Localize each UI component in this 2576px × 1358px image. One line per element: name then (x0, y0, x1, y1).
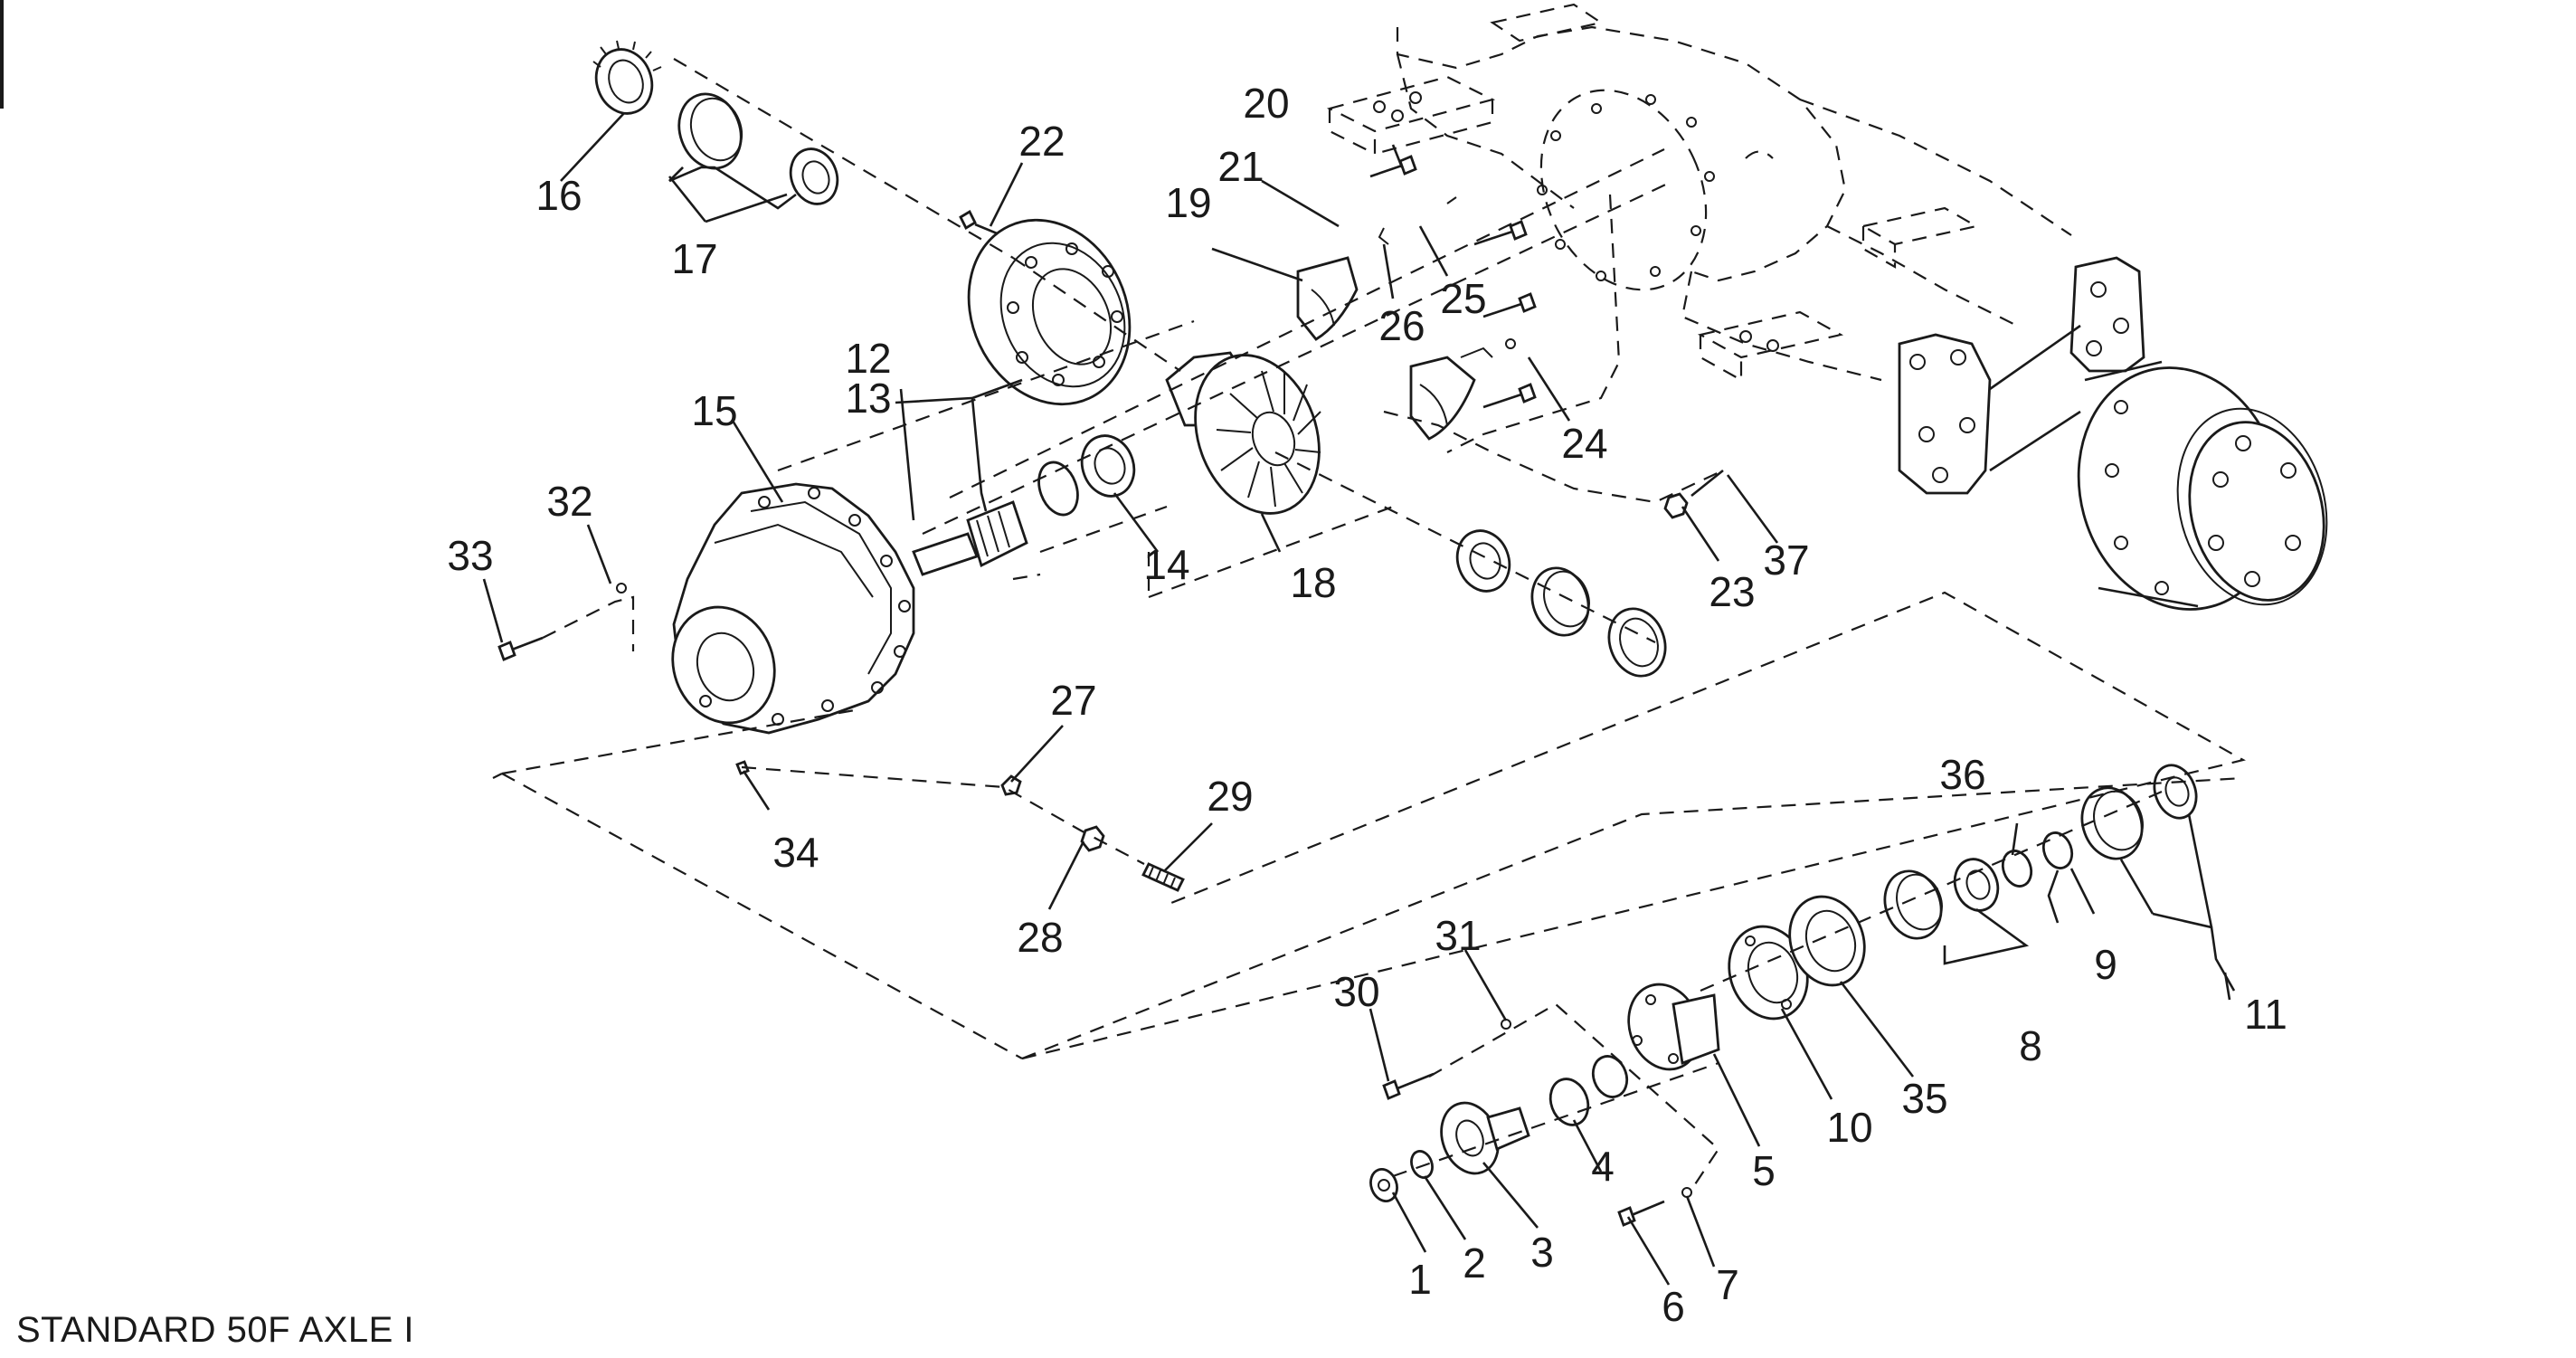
drive-pinion-13 (912, 500, 1028, 576)
washer-7 (1681, 1187, 1692, 1198)
label-30: 30 (1333, 968, 1379, 1015)
label-8: 8 (2019, 1022, 2042, 1069)
label-2: 2 (1463, 1239, 1486, 1287)
pinion-nut-1 (1369, 1168, 1398, 1202)
wheel-end-assembly (1898, 256, 2328, 611)
callout-labels: 1 2 3 4 5 6 7 8 9 10 11 12 13 14 15 16 1… (447, 80, 2287, 1330)
label-15: 15 (691, 387, 737, 434)
label-3: 3 (1530, 1229, 1554, 1276)
label-4: 4 (1591, 1143, 1615, 1190)
pinion-cage-cover-5 (1627, 983, 1720, 1071)
label-20: 20 (1243, 80, 1289, 127)
bearing-cup-11 (2080, 786, 2144, 860)
label-19: 19 (1165, 179, 1211, 226)
bearing-cup-8 (1883, 869, 1943, 940)
label-9: 9 (2094, 941, 2117, 988)
bearing-cone-17 (789, 147, 839, 205)
bearing-cap-19 (1296, 256, 1359, 341)
label-34: 34 (772, 829, 819, 876)
bearing-cap-second (1409, 356, 1476, 441)
label-26: 26 (1378, 302, 1425, 349)
axle-housing (1326, 3, 2072, 382)
cap-bolt-upper (1473, 220, 1528, 246)
label-23: 23 (1709, 568, 1755, 615)
washer-32 (616, 583, 627, 594)
differential-case-18 (1165, 351, 1321, 515)
label-29: 29 (1207, 773, 1253, 820)
carrier-housing-15 (671, 482, 915, 735)
label-18: 18 (1290, 559, 1336, 606)
spacer-36 (2001, 850, 2033, 888)
cotter-pin-37 (1690, 469, 1724, 498)
seal-ring-4b (1591, 1055, 1629, 1098)
bearing-cone-11 (2153, 764, 2198, 820)
label-13: 13 (845, 375, 891, 422)
adjuster-lock-24 (1460, 338, 1516, 358)
nut-23 (1663, 492, 1689, 519)
label-24: 24 (1561, 420, 1607, 467)
pinion-bearing-14 (1080, 434, 1136, 498)
label-36: 36 (1939, 751, 1985, 798)
label-32: 32 (546, 478, 592, 525)
bearing-cup-17 (677, 92, 743, 170)
label-35: 35 (1901, 1075, 1947, 1122)
label-33: 33 (447, 532, 493, 579)
label-28: 28 (1017, 914, 1063, 961)
label-5: 5 (1752, 1147, 1776, 1194)
bearing-cone-16 (592, 40, 662, 115)
stud-29 (1141, 862, 1185, 892)
label-6: 6 (1662, 1283, 1685, 1330)
bolt-6 (1617, 1200, 1665, 1227)
cap-bolt-middle (1482, 292, 1537, 318)
spacer-9 (2041, 831, 2074, 869)
snap-ring-14 (1037, 461, 1079, 517)
label-17: 17 (671, 235, 717, 282)
side-bearing-cup (1530, 566, 1590, 637)
label-27: 27 (1050, 677, 1096, 724)
adjusting-ring (1607, 607, 1667, 678)
label-11: 11 (2244, 991, 2287, 1038)
bolt-33 (497, 636, 544, 661)
label-21: 21 (1217, 143, 1264, 190)
fitting-27 (1000, 774, 1022, 796)
side-bearing-cone (1455, 529, 1511, 593)
label-22: 22 (1018, 118, 1065, 165)
washer-31 (1501, 1019, 1511, 1030)
label-7: 7 (1716, 1261, 1739, 1308)
page-edge-mark (0, 0, 4, 109)
diagram-caption: STANDARD 50F AXLE I (16, 1310, 415, 1350)
assembly-lines (492, 58, 2246, 1191)
label-25: 25 (1440, 275, 1486, 322)
label-10: 10 (1826, 1104, 1872, 1151)
label-31: 31 (1435, 912, 1481, 959)
oil-seal-4 (1548, 1078, 1590, 1126)
bolt-30 (1382, 1072, 1435, 1100)
cap-bolt-lower (1482, 383, 1537, 409)
ring-gear-12 (967, 218, 1132, 406)
label-16: 16 (535, 172, 582, 219)
label-37: 37 (1763, 537, 1809, 584)
lock-pin-26 (1378, 196, 1457, 245)
nut-28 (1080, 825, 1105, 852)
washer-2 (1410, 1150, 1434, 1179)
label-14: 14 (1143, 541, 1189, 588)
bearing-cone-8 (1953, 858, 2000, 912)
bolt-20 (1369, 155, 1417, 178)
label-12: 12 (845, 335, 891, 382)
yoke-flange-3 (1440, 1101, 1530, 1175)
leader-lines (482, 112, 2236, 1286)
label-1: 1 (1408, 1256, 1432, 1303)
